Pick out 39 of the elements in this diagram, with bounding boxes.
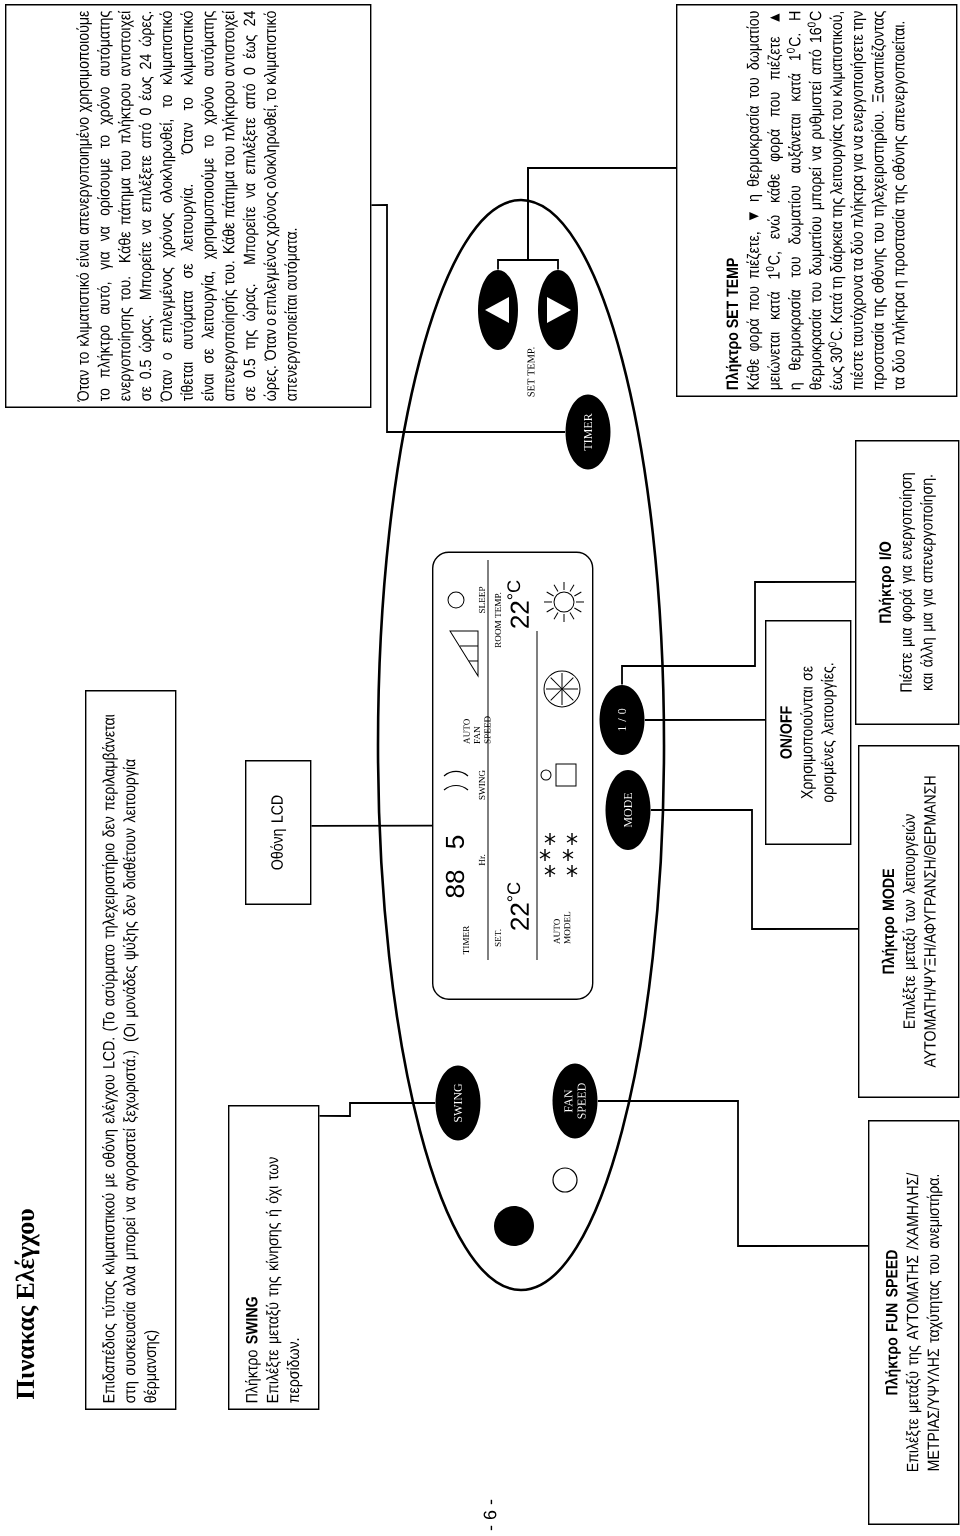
lcd-label: AUTO FAN SPEED [463,716,491,744]
lcd-label: TIMER [463,925,469,955]
remote-button: SWING [435,1065,481,1141]
leader-line [644,719,766,721]
lcd-screen [432,551,594,1000]
callout-box: Πλήκτρο SET TEMP Κάθε φορά που πιέζετε, ▼ η θερμοκρασία του δωματίου μειώνεται κατά 1$^{0}$C, ενώ κάθε φορά που πιέζετε ▲ η θερμοκρασία του δωματίου αυξάνεται κατά 1$^{0}$C. Η θερμοκρασία του δωματίου μπορεί να ρυθμιστεί από 16$^{0}$C έως 30$^{0}$C. Κατά τη διάρκεια της λειτουργίας του κλιματιστικού, πιέστε ταυτόχρονα τα δύο πλήκτρα για να ενεργοποιήσετε την προστασία της οθόνης του τηλεχειριστηρίου. Ξαναπιέζοντας τα δύο πλήκτρα η προστασία της οθόνης απενεργοποιείται. [676,4,958,397]
remote-button: MODE [605,770,651,850]
lcd-label: 88 [445,870,465,898]
lcd-label: Hr. [478,854,486,866]
leader-line [310,824,433,827]
remote-button: TIMER [565,394,611,470]
page-title: Πινακας Ελέγχου [14,1209,40,1400]
callout-box: ON/OFF Χρησιμοποιούνται σε ορισμένες λειτουργίες. [765,620,852,845]
printed-label: SET TEMP. [527,347,535,397]
lcd-label: ROOM TEMP. [494,592,502,648]
lcd-label: SET. [494,929,502,947]
lcd-label: 22$^{°C}$ [507,882,529,930]
leader-line [621,581,856,686]
callout-box: Πλήκτρο I/O Πιέστε μια φορά για ενεργοποίηση και άλλη μια για απενεργοποίηση. [855,440,960,725]
callout-box: Πλήκτρο MODE Επιλέξτε μεταξύ των λειτουργειών ΑΥΤΟΜΑΤΗ/ΨΥΞΗ/ΑΦΥΓΡΑΝΣΗ/ΘΕΡΜΑΝΣΗ [858,745,960,1098]
leader-line [650,809,859,930]
note-box: Επιδαπέδιος τύπος κλιματιστικού με οθόνη ελέγχου LCD. (Το ασύρματο τηλεχειριστήριο δεν περιλαμβάνεται στη συσκευασία αλλα μπορεί να αγοραστεί ξεχωριστά.) (Οι μονάδες ψύξης δεν διαθέτουν λειτουργία θέρμανσης) [85,690,177,1410]
lcd-label: SWING [478,770,486,800]
leader-line [370,204,566,433]
lcd-label: AUTO MODEL [553,911,571,944]
callout-box: Οθόνη LCD [245,760,312,905]
arrow-button [538,270,578,350]
leader-line [527,166,677,271]
remote-button: 1 / 0 [599,685,645,755]
lcd-label: 5 [445,835,465,849]
leader-line [597,1100,869,1247]
leader-line [318,1102,436,1117]
lcd-label: 22$^{°C}$ [507,580,529,628]
arrow-button [478,270,518,350]
remote-button: FAN SPEED [552,1063,598,1139]
lcd-label: SLEEP [478,586,486,613]
callout-box: Όταν το κλιματιστικό είναι απενεργοποιημένο χρησιμοποιούμε το πλήκτρο αυτό, για να ορίσουμε το χρόνο αυτόματης ενεργοποίησης του. Κάθε πάτημα του πλήκτρου αντιστοιχεί σε 0.5 ώρας. Μπορείτε να επιλέξετε από 0 έως 24 ώρες. Όταν ο επιλεγμένος χρόνος ολοκληρωθεί, το κλιματιστικό τίθεται αυτόματα σε λειτουργία. Όταν το κλιματιστικό είναι σε λειτουργία, χρησιμοποιούμε το χρόνο αυτόματης απενεργοποίησής του. Κάθε πάτημα του πλήκτρου αντιστοιχεί σε 0.5 της ώρας. Μπορείτε να επιλέξετε από 0 έως 24 ώρες. Όταν ο επιλεγμένος χρόνος ολοκληρωθεί, το κλιματιστικό απενεργοποιείται αυτόματα. [5,4,372,408]
callout-box: Πλήκτρο FUN SPEED Επιλέξτε μεταξύ της ΑΥΤΟΜΑΤΗΣ /ΧΑΜΗΛΗΣ/ ΜΕΤΡΙΑΣ/ΥΨΥΛΗΣ ταχύτητας του ανεμιστήρα. [868,1120,960,1525]
page-number: - 6 - [483,1499,497,1531]
